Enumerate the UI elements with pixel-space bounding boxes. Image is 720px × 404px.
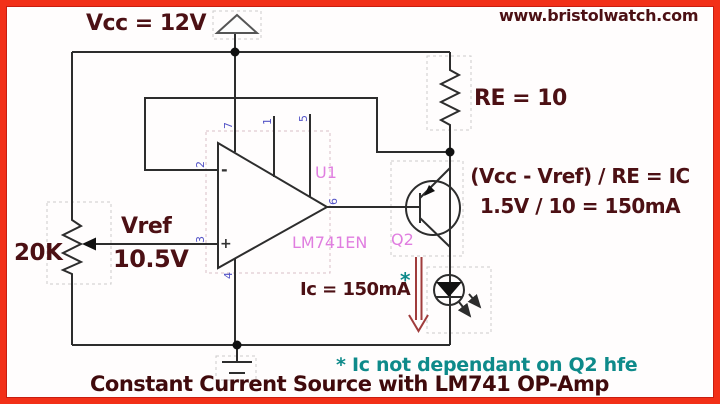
re-resistor-zigzag (438, 52, 462, 152)
vcc-power-icon (214, 13, 260, 34)
junction-dot (232, 340, 242, 350)
footnote-text: * Ic not dependant on Q2 hfe (336, 354, 638, 376)
led-box (426, 266, 492, 334)
formula-block: (Vcc - Vref) / RE = IC 1.5V / 10 = 150mA (450, 161, 710, 221)
wiper-arrow-icon (82, 237, 96, 251)
pin-number-3: 3 (194, 236, 207, 243)
current-arrow-icon (408, 257, 429, 333)
website-text: www.bristolwatch.com (499, 6, 699, 25)
noninverting-input-sign: + (220, 236, 232, 252)
feedback-wire (144, 97, 450, 171)
ic-star-marker: * (400, 268, 411, 292)
opamp-box (205, 130, 331, 274)
inverting-input-sign: - (221, 160, 228, 179)
formula-line1: (Vcc - Vref) / RE = IC (470, 164, 690, 188)
vcc-label: Vcc = 12V (86, 11, 207, 36)
vref-name-label: Vref (121, 214, 172, 239)
transistor-box (390, 160, 464, 257)
pin-number-4: 4 (222, 272, 235, 279)
vref-value-label: 10.5V (113, 245, 189, 273)
pin-number-5: 5 (297, 115, 310, 122)
vcc-symbol-box (212, 10, 262, 40)
wires (60, 33, 462, 346)
ic-current-label: Ic = 150mA (300, 279, 411, 300)
pin-number-6: 6 (327, 198, 340, 205)
led-icon (433, 274, 482, 318)
opamp-part-label: LM741EN (292, 233, 368, 252)
pin-number-1: 1 (261, 118, 274, 125)
pin-number-7: 7 (222, 122, 235, 129)
transistor-ref-label: Q2 (391, 230, 414, 249)
potentiometer-zigzag (60, 52, 84, 345)
formula-line2: 1.5V / 10 = 150mA (479, 194, 681, 218)
junction-dot (230, 47, 240, 57)
transistor-icon (405, 167, 461, 248)
pin-number-2: 2 (194, 161, 207, 168)
junction-dot (445, 147, 455, 157)
page-title: Constant Current Source with LM741 OP-Am… (90, 372, 609, 396)
re-value-label: RE = 10 (474, 86, 567, 111)
opamp-ref-label: U1 (315, 163, 337, 182)
opamp-triangle-icon (217, 141, 330, 270)
potentiometer-value-label: 20K (14, 240, 63, 266)
